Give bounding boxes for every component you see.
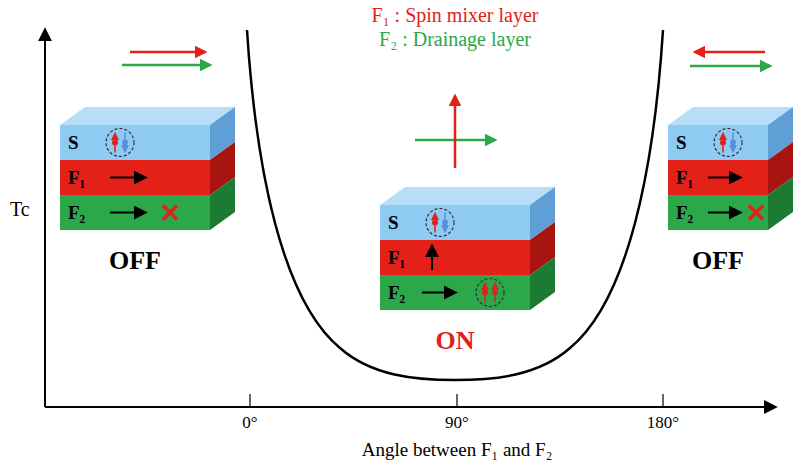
film-layer: F₁	[380, 240, 530, 275]
axis-label: Tc	[10, 198, 30, 221]
film-layer: F₂	[60, 195, 210, 230]
layer-label: F₂	[676, 195, 693, 230]
trilayer-block	[668, 107, 793, 230]
film-layer: S	[60, 125, 210, 160]
trilayer-block	[380, 187, 555, 310]
film-layer: F₁	[668, 160, 768, 195]
film-layer: S	[668, 125, 768, 160]
trilayer-stack: OFFSF₁F₂	[668, 125, 768, 230]
tc-curve	[247, 30, 663, 380]
film-layer: F₂	[668, 195, 768, 230]
layer-label: F₂	[388, 275, 405, 310]
layer-label: S	[676, 125, 687, 160]
film-layer: S	[380, 205, 530, 240]
layer-label: F₁	[68, 160, 85, 195]
legend-text: F₂ : Drainage layer	[379, 28, 531, 51]
axis-title: Angle between F₁ and F₂	[362, 439, 553, 461]
state-label: ON	[436, 326, 475, 356]
state-label: OFF	[109, 246, 161, 276]
legend-text: F₁ : Spin mixer layer	[372, 4, 539, 27]
trilayer-stack: OFFSF₁F₂	[60, 125, 210, 230]
layer-label: F₂	[68, 195, 85, 230]
axes	[45, 30, 775, 407]
tick-label: 180°	[647, 413, 679, 433]
film-layer: F₁	[60, 160, 210, 195]
layer-label: S	[388, 205, 399, 240]
state-label: OFF	[692, 246, 744, 276]
layer-label: F₁	[388, 240, 405, 275]
film-layer: F₂	[380, 275, 530, 310]
layer-label: S	[68, 125, 79, 160]
tick-label: 90°	[445, 413, 469, 433]
tick-label: 0°	[242, 413, 257, 433]
trilayer-stack: ONSF₁F₂	[380, 205, 530, 310]
trilayer-block	[60, 107, 235, 230]
layer-label: F₁	[676, 160, 693, 195]
